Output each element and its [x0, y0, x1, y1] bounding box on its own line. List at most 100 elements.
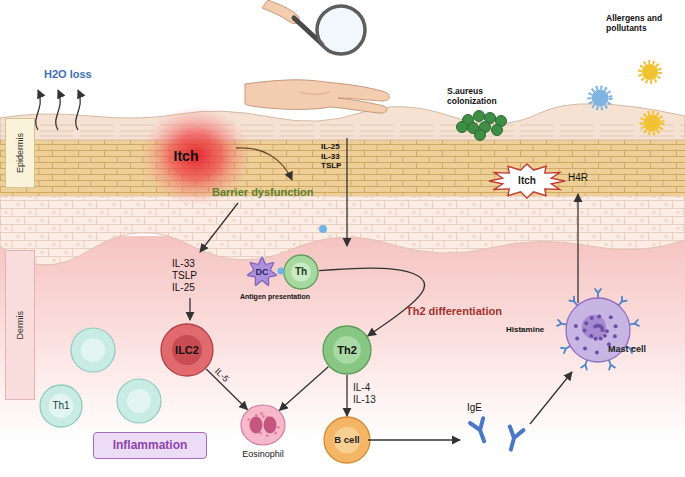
granule	[603, 334, 607, 338]
granule	[613, 334, 617, 338]
granule	[260, 412, 263, 415]
cell-nucleus	[172, 335, 202, 365]
cell-circle: Th1	[39, 384, 83, 428]
cytokine-arrow	[189, 298, 190, 320]
water-loss-arrow	[56, 90, 61, 130]
node-text: Inflammation	[113, 439, 188, 453]
allergen-particle	[642, 64, 658, 80]
node-text: Epidermis	[15, 133, 25, 173]
dendrite-outline	[247, 257, 276, 286]
granule	[609, 315, 613, 319]
nucleus-lobe	[250, 417, 263, 434]
node-text: ILC2	[175, 344, 199, 357]
granule	[605, 329, 609, 333]
layer-label-box: Epidermis	[5, 118, 35, 188]
t-cell	[117, 379, 161, 423]
antibody-arrow	[368, 439, 460, 440]
granule	[595, 350, 599, 354]
granular-cell-layer	[0, 140, 685, 196]
basal-cell-layer	[0, 196, 685, 265]
t-cell-nucleus	[127, 389, 151, 413]
node-text: Th	[295, 266, 307, 278]
pollutant-spikes	[590, 88, 611, 109]
hand-illustration	[245, 80, 389, 113]
histamine-arrow	[577, 194, 578, 303]
antibody-arrow	[530, 372, 572, 424]
granule	[277, 426, 280, 429]
bacterium	[492, 125, 503, 136]
cytokine-dot	[319, 225, 327, 233]
cytokine-arrow	[200, 203, 238, 252]
t-cell	[71, 328, 115, 372]
annotation-label: S.aureus colonization	[447, 86, 522, 106]
granule	[583, 346, 587, 350]
cell-circle: Th2	[322, 325, 372, 375]
granule	[266, 434, 269, 437]
process-label: Antigen presentation	[240, 293, 310, 301]
granule	[583, 329, 587, 333]
itch-star: Itch	[488, 163, 566, 199]
granule	[274, 432, 277, 435]
receptor-label: H4R	[568, 172, 588, 184]
node-text: Th1	[52, 400, 69, 412]
pollutant-particle	[592, 90, 609, 107]
node-text: Th2	[337, 344, 357, 357]
node-shape	[240, 404, 286, 446]
connector-arrow	[346, 375, 347, 416]
node-text: Dermis	[15, 311, 25, 340]
layer-label-box: Dermis	[5, 250, 35, 400]
granule	[575, 337, 579, 341]
node-text: B cell	[334, 435, 359, 446]
granule	[262, 415, 265, 418]
cytokine-label: IL-25 IL-33 TSLP	[321, 142, 346, 171]
allergen-spikes	[640, 62, 660, 82]
stratum-corneum	[0, 104, 685, 140]
allergen-particle	[644, 115, 661, 132]
cell-body	[284, 255, 318, 289]
granule	[584, 321, 588, 325]
cell-body	[324, 417, 370, 463]
t-cell-nucleus	[81, 338, 105, 362]
cell-circle: Th	[283, 254, 319, 290]
bacteria-cluster	[457, 111, 507, 141]
magnifier-lens	[317, 6, 365, 54]
antibody-path	[504, 427, 523, 452]
edge-label: IL-4 IL-13	[353, 382, 383, 406]
granule	[597, 315, 601, 319]
hand-crease	[300, 92, 330, 94]
itch-to-barrier-arrow	[236, 148, 292, 180]
inflammation-box: Inflammation	[93, 432, 207, 459]
connector-arrow	[319, 268, 425, 336]
eosinophil-body	[241, 405, 285, 445]
water-loss-arrow	[76, 90, 81, 130]
connector-arrow	[279, 367, 328, 411]
dermis-layer	[0, 236, 685, 477]
granule	[574, 324, 578, 328]
bacterium	[457, 122, 468, 133]
granule	[247, 418, 250, 421]
cell-nucleus	[333, 336, 361, 364]
annotation-label: Allergens and pollutants	[606, 13, 666, 33]
water-loss-arrow	[36, 90, 41, 130]
bacterium	[475, 130, 486, 141]
edge-label: Th2 differentiation	[406, 305, 502, 318]
star-outline	[489, 164, 565, 198]
granule	[594, 337, 598, 341]
bacterium	[474, 111, 485, 122]
antibody-symbol	[470, 418, 491, 443]
cell-nucleus	[291, 262, 311, 282]
node-text: Mast cell	[596, 344, 658, 354]
cell-body	[40, 385, 82, 427]
granule	[593, 325, 597, 329]
node-shape	[560, 292, 636, 368]
cell-body	[161, 324, 213, 376]
cell-nucleus	[334, 427, 361, 454]
node-text: Itch	[518, 175, 536, 187]
granule	[614, 324, 618, 328]
mast-cell-nucleus	[582, 315, 606, 339]
